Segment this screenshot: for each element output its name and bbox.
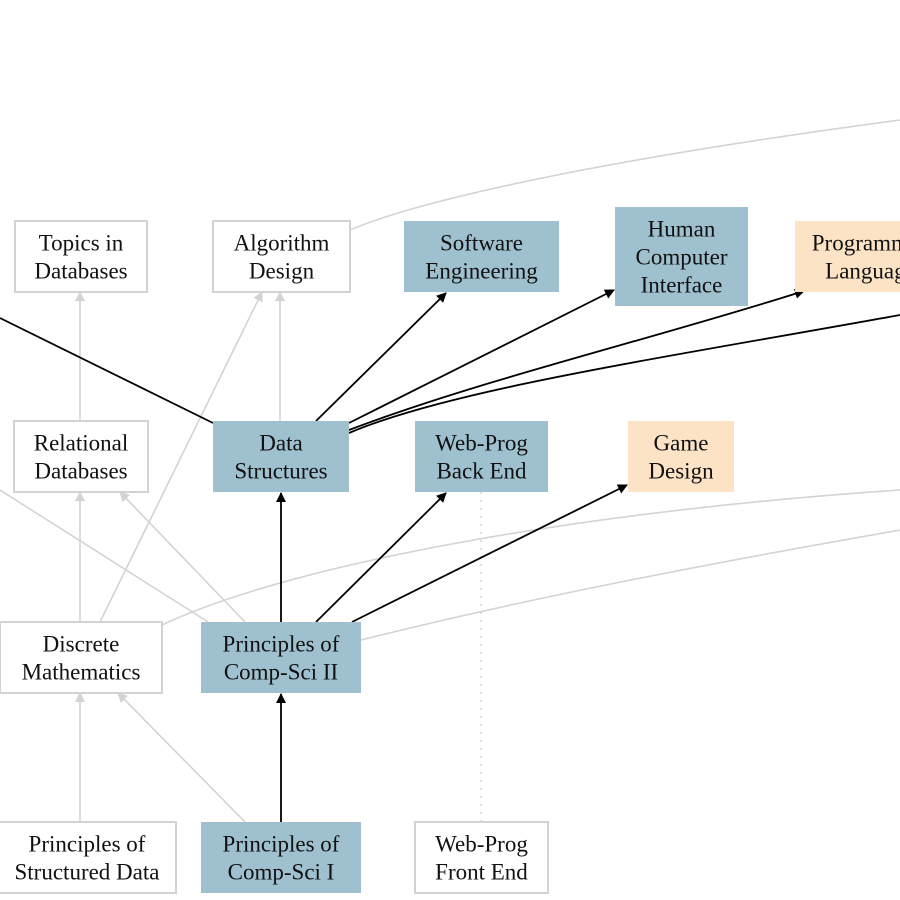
edge-datastructures-offscreen-left <box>0 317 214 424</box>
edge-offscreen-to-pcs2 <box>0 489 209 623</box>
node-box <box>14 220 148 293</box>
edge-pcs2-to-game <box>351 484 628 623</box>
node-box <box>628 421 734 492</box>
node-box <box>13 420 149 493</box>
node-pcs2[interactable]: Principles of Comp-Sci II <box>201 622 361 693</box>
node-label: Algorithm <box>234 231 330 256</box>
node-box <box>404 221 559 292</box>
edge-pcs2-offscreen <box>360 529 900 641</box>
node-label: Computer <box>636 245 728 270</box>
node-box <box>415 421 548 492</box>
edge-datastructures-offscreen-right <box>348 314 900 434</box>
node-topics-db[interactable]: Topics in Databases <box>14 220 148 293</box>
edge-datastructures-to-software <box>315 292 447 422</box>
node-label: Databases <box>34 459 127 484</box>
node-label: Comp-Sci I <box>228 860 335 885</box>
node-label: Discrete <box>43 632 120 657</box>
node-label: Relational <box>34 431 129 456</box>
node-box <box>795 221 900 292</box>
node-box <box>213 421 349 492</box>
node-box <box>0 821 177 894</box>
node-label: Back End <box>436 459 527 484</box>
node-label: Design <box>249 259 315 284</box>
edge-pcs1-to-discrete <box>117 692 246 823</box>
edge-discrete-to-algorithm <box>99 291 263 623</box>
node-label: Web-Prog <box>435 832 528 857</box>
node-box <box>615 207 748 306</box>
node-label: Web-Prog <box>435 431 528 456</box>
edge-discrete-offscreen <box>161 489 900 626</box>
node-box <box>201 622 361 693</box>
node-label: Game <box>654 431 709 456</box>
node-prog-lang[interactable]: ProgrammingLanguages <box>795 221 900 292</box>
node-box <box>212 220 351 293</box>
node-label: Structured Data <box>15 860 160 885</box>
node-label: Principles of <box>29 832 146 857</box>
node-box <box>201 822 361 893</box>
node-label: Interface <box>641 273 723 298</box>
node-label: Principles of <box>223 832 340 857</box>
node-box <box>414 821 549 894</box>
node-label: Mathematics <box>22 660 141 685</box>
node-label: Engineering <box>425 259 538 284</box>
node-label: Software <box>440 231 523 256</box>
node-box <box>0 621 163 694</box>
edge-datastructures-to-proglang <box>348 288 805 431</box>
node-label: Topics in <box>39 231 124 256</box>
node-label: Languages <box>825 259 900 284</box>
edge-algorithm-offscreen <box>349 119 900 231</box>
node-label: Structures <box>234 459 327 484</box>
node-pcs1[interactable]: Principles of Comp-Sci I <box>201 822 361 893</box>
node-label: Data <box>259 431 302 456</box>
edge-pcs2-to-webprog-back <box>315 492 447 623</box>
node-label: Programming <box>812 231 900 256</box>
edge-pcs2-to-relational <box>119 491 246 623</box>
node-label: Principles of <box>223 632 340 657</box>
node-label: Comp-Sci II <box>224 660 338 685</box>
edges <box>0 119 900 823</box>
edge-datastructures-to-hci <box>348 289 615 424</box>
node-label: Human <box>648 217 716 242</box>
node-psd[interactable]: Principles of Structured Data <box>0 821 177 894</box>
node-label: Databases <box>34 259 127 284</box>
node-label: Front End <box>435 860 528 885</box>
node-label: Design <box>648 459 714 484</box>
